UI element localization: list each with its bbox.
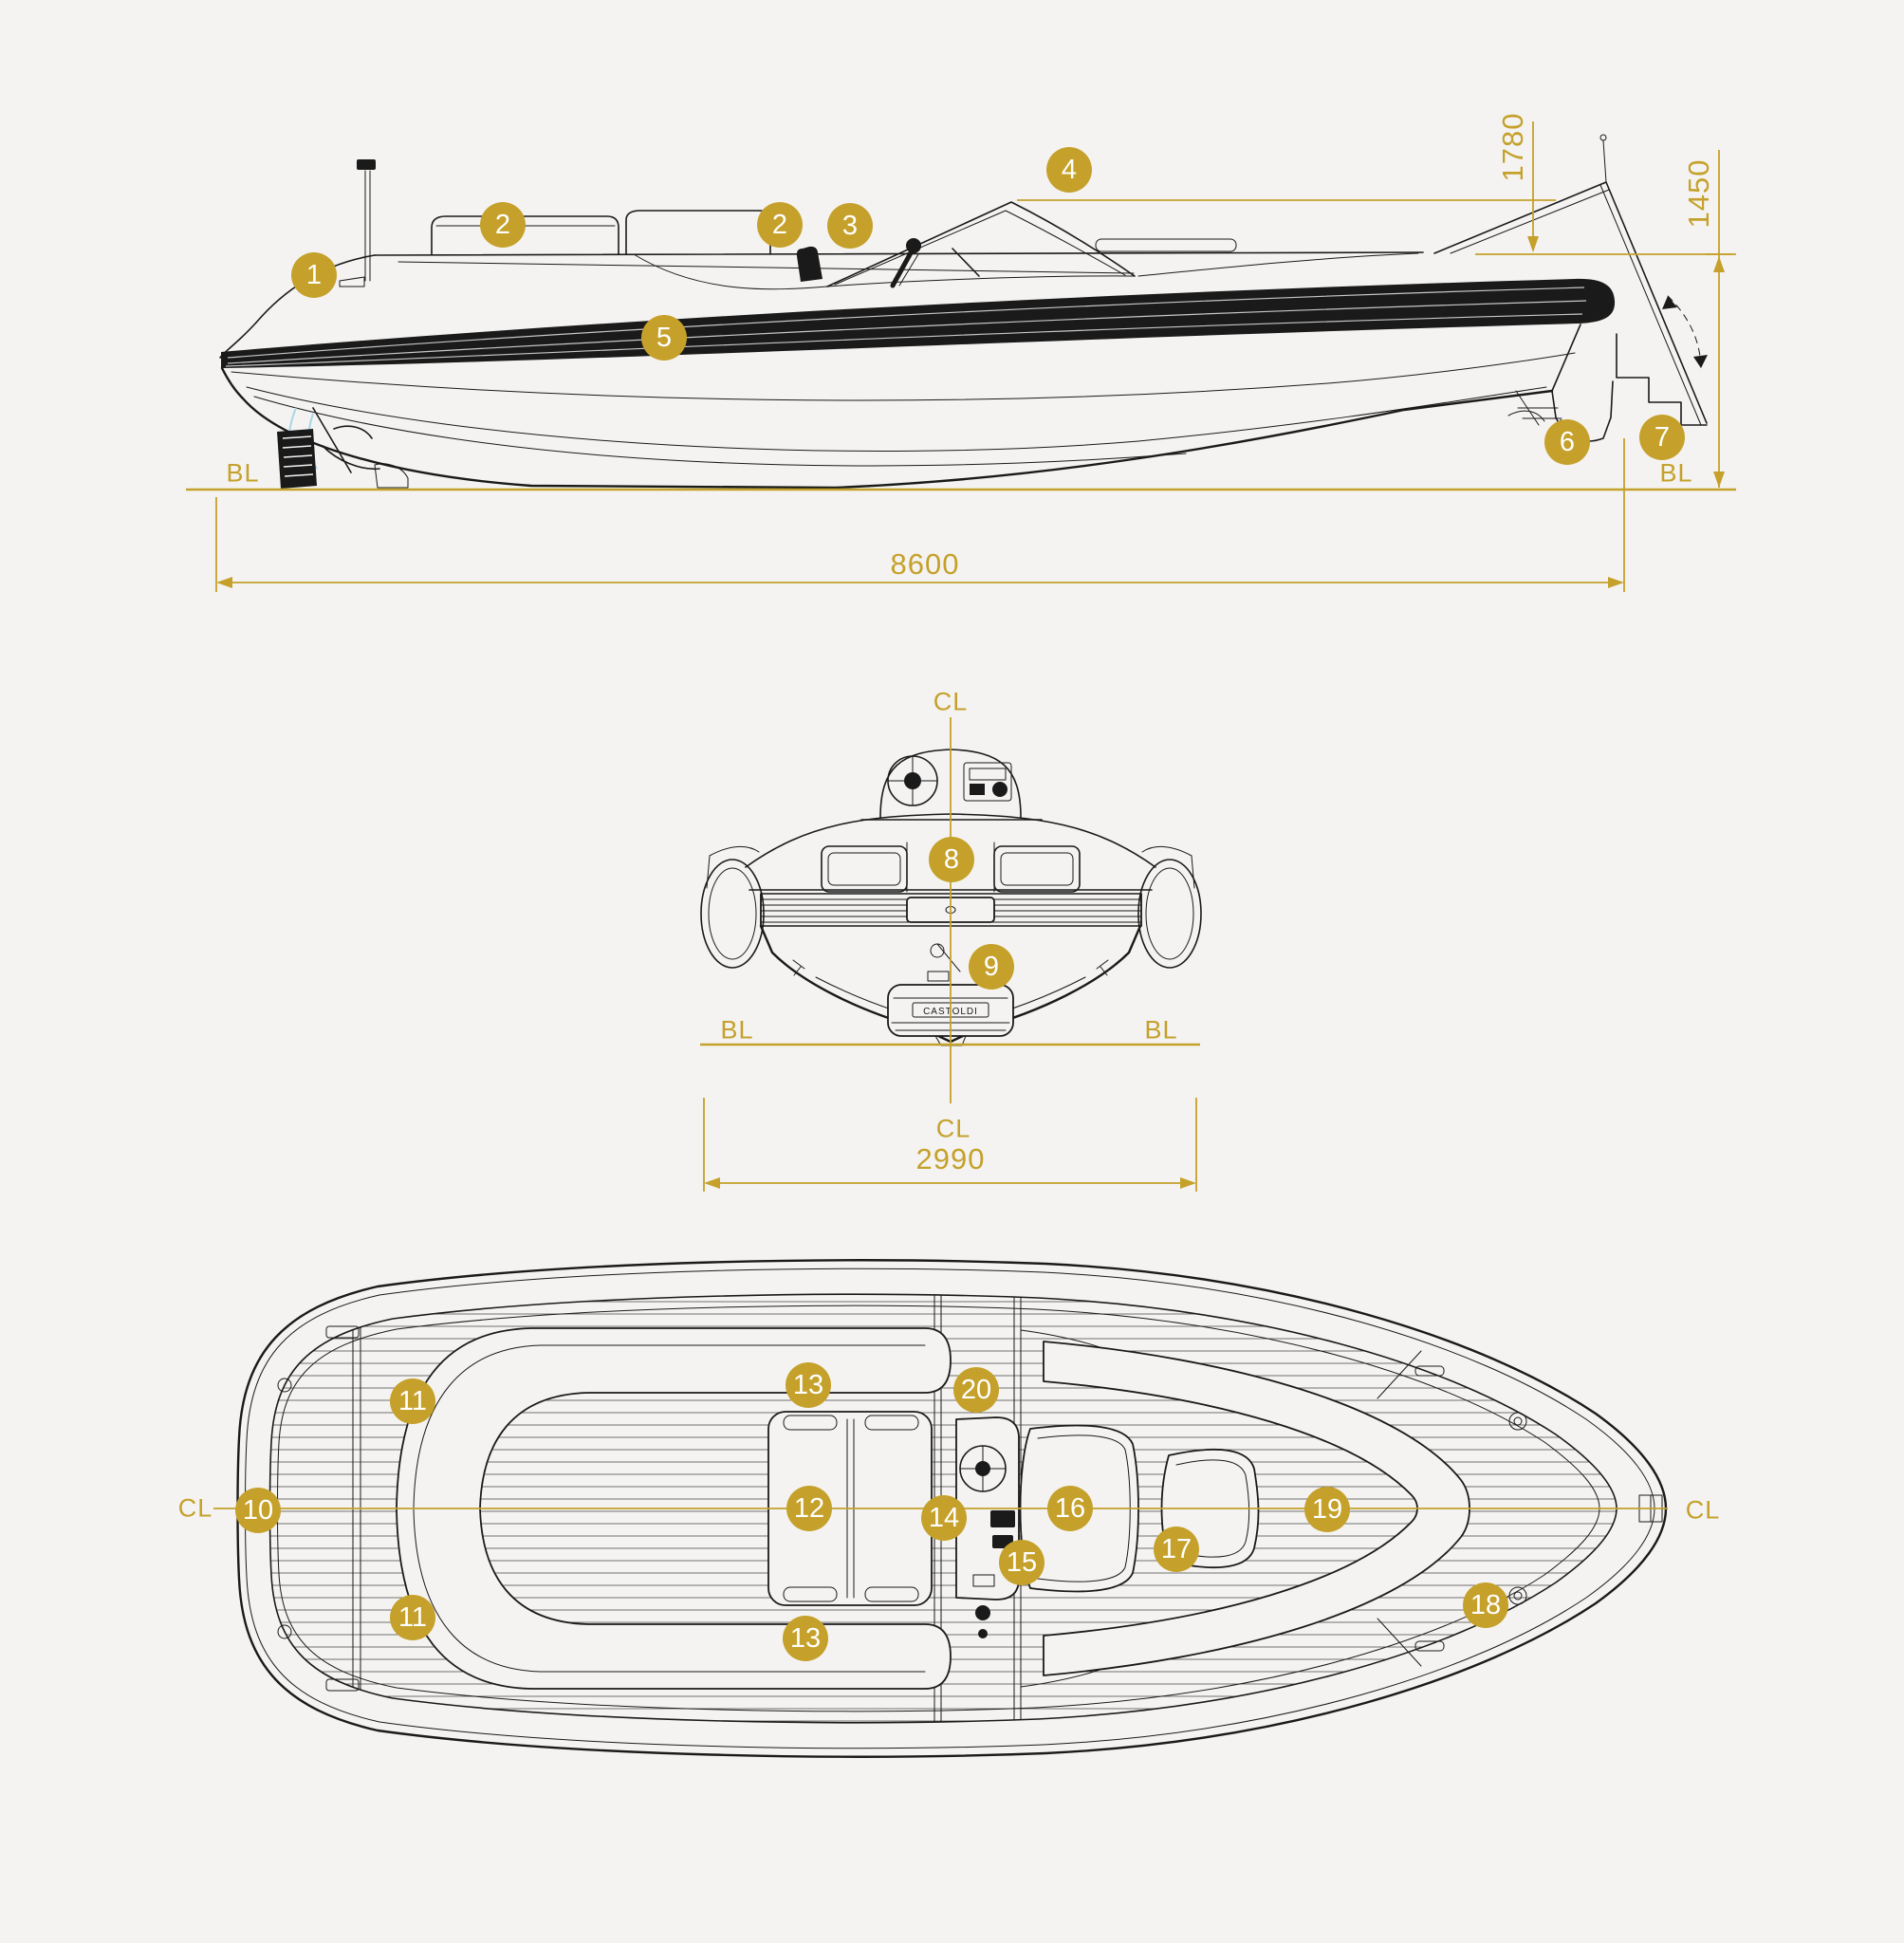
callout-marker-18-top[interactable]: 18 bbox=[1463, 1582, 1508, 1628]
dim-overall-length: 8600 bbox=[890, 547, 960, 581]
label-centerline-front-top: CL bbox=[933, 687, 969, 716]
callout-marker-14-top[interactable]: 14 bbox=[921, 1495, 967, 1541]
callout-marker-16-top[interactable]: 16 bbox=[1047, 1486, 1093, 1531]
side-tubes-section bbox=[700, 859, 1202, 969]
callout-marker-4-side[interactable]: 4 bbox=[1046, 147, 1092, 193]
hull-profile bbox=[220, 324, 1581, 490]
plan-hull-outline bbox=[236, 1259, 1668, 1758]
dim-height-windshield: 1780 bbox=[1496, 112, 1529, 182]
windshield-and-helm bbox=[826, 201, 1136, 288]
dim-height-sheer: 1450 bbox=[1682, 158, 1715, 229]
front-view-drawing: CASTOLDI bbox=[700, 717, 1202, 1192]
callout-marker-15-top[interactable]: 15 bbox=[999, 1540, 1044, 1585]
callout-marker-17-top[interactable]: 17 bbox=[1154, 1527, 1199, 1572]
bow-anchor-icon bbox=[277, 407, 409, 489]
callout-marker-19-top[interactable]: 19 bbox=[1304, 1487, 1350, 1532]
callout-marker-7-side[interactable]: 7 bbox=[1639, 415, 1685, 460]
helm-console-plan bbox=[955, 1416, 1020, 1638]
side-view-drawing bbox=[186, 121, 1736, 592]
front-view-dimensions bbox=[700, 717, 1200, 1192]
transom-gantry-and-platform bbox=[1433, 134, 1708, 426]
callout-marker-2-side[interactable]: 2 bbox=[480, 202, 526, 248]
callout-marker-3-side[interactable]: 3 bbox=[827, 203, 873, 249]
callout-marker-11-top[interactable]: 11 bbox=[390, 1379, 435, 1424]
callout-marker-9-front[interactable]: 9 bbox=[969, 944, 1014, 990]
label-baseline-right: BL bbox=[1659, 458, 1693, 488]
foredeck-structures bbox=[431, 210, 828, 290]
front-console bbox=[860, 749, 1043, 821]
callout-marker-10-top[interactable]: 10 bbox=[235, 1488, 281, 1533]
dim-beam: 2990 bbox=[915, 1142, 986, 1175]
callout-marker-20-top[interactable]: 20 bbox=[953, 1367, 999, 1413]
callout-marker-13-top[interactable]: 13 bbox=[783, 1616, 828, 1661]
label-baseline-left: BL bbox=[226, 458, 260, 488]
callout-marker-11-top[interactable]: 11 bbox=[390, 1595, 435, 1640]
callout-marker-6-side[interactable]: 6 bbox=[1544, 419, 1590, 465]
bow-mast-and-nav-light-icon bbox=[339, 159, 376, 287]
bow-windlass bbox=[927, 927, 961, 988]
label-centerline-top-left: CL bbox=[177, 1493, 213, 1523]
label-centerline-front-bottom: CL bbox=[935, 1114, 971, 1143]
label-baseline-front-right: BL bbox=[1144, 1015, 1178, 1045]
callout-marker-5-side[interactable]: 5 bbox=[641, 315, 687, 361]
label-baseline-front-left: BL bbox=[720, 1015, 754, 1045]
callout-marker-12-top[interactable]: 12 bbox=[786, 1486, 832, 1531]
inflatable-tube-band bbox=[221, 278, 1616, 368]
callout-marker-2-side[interactable]: 2 bbox=[757, 202, 803, 248]
callout-marker-1-side[interactable]: 1 bbox=[291, 252, 337, 298]
callout-marker-13-top[interactable]: 13 bbox=[786, 1362, 831, 1408]
side-view-dimensions bbox=[186, 121, 1736, 592]
label-centerline-top-right: CL bbox=[1685, 1495, 1721, 1525]
callout-marker-8-front[interactable]: 8 bbox=[929, 837, 974, 882]
